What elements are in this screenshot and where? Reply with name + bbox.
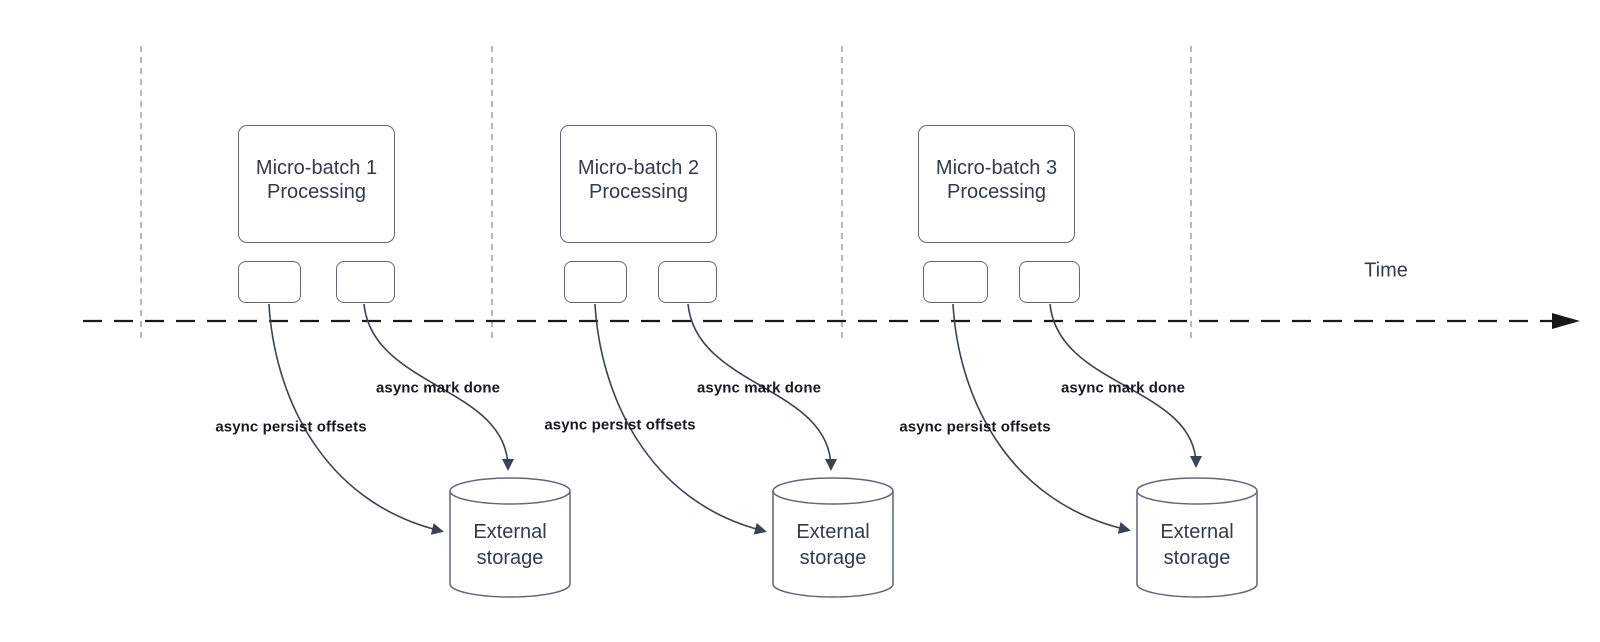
mark-done-label-2: async mark done xyxy=(696,379,822,397)
time-label: Time xyxy=(1364,259,1408,282)
persist-offsets-label-1: async persist offsets xyxy=(215,418,367,436)
external-storage-label-3: External storage xyxy=(1160,521,1234,569)
mark-done-arrow-2 xyxy=(687,303,837,471)
task-box-1b xyxy=(336,261,395,303)
mark-done-label-1: async mark done xyxy=(375,379,501,397)
task-box-1a xyxy=(238,261,301,303)
persist-offsets-arrow-1 xyxy=(268,303,444,535)
task-box-2a xyxy=(564,261,627,303)
microbatch-processing-label-2: Micro-batch 2 Processing xyxy=(577,157,700,203)
microbatch-processing-label-1: Micro-batch 1 Processing xyxy=(255,157,378,203)
external-storage-label-1: External storage xyxy=(473,521,547,569)
microbatch-processing-label-3: Micro-batch 3 Processing xyxy=(935,157,1058,203)
task-box-3b xyxy=(1019,261,1080,303)
external-storage-cylinder-1 xyxy=(449,477,571,598)
microbatch-processing-box-1: Micro-batch 1 Processing xyxy=(238,125,395,243)
persist-offsets-label-3: async persist offsets xyxy=(899,418,1051,436)
microbatch-processing-box-2: Micro-batch 2 Processing xyxy=(560,125,717,243)
external-storage-cylinder-3 xyxy=(1136,477,1258,598)
persist-offsets-arrow-3 xyxy=(952,303,1131,534)
external-storage-cylinder-2 xyxy=(772,477,894,598)
persist-offsets-arrow-2 xyxy=(594,303,767,535)
task-box-3a xyxy=(923,261,988,303)
mark-done-arrow-3 xyxy=(1049,303,1202,468)
microbatch-processing-box-3: Micro-batch 3 Processing xyxy=(918,125,1075,243)
external-storage-label-2: External storage xyxy=(796,521,870,569)
persist-offsets-label-2: async persist offsets xyxy=(544,416,696,434)
task-box-2b xyxy=(658,261,717,303)
time-axis-arrowhead-icon xyxy=(1552,313,1580,329)
mark-done-label-3: async mark done xyxy=(1060,379,1186,397)
mark-done-arrow-1 xyxy=(363,303,514,471)
